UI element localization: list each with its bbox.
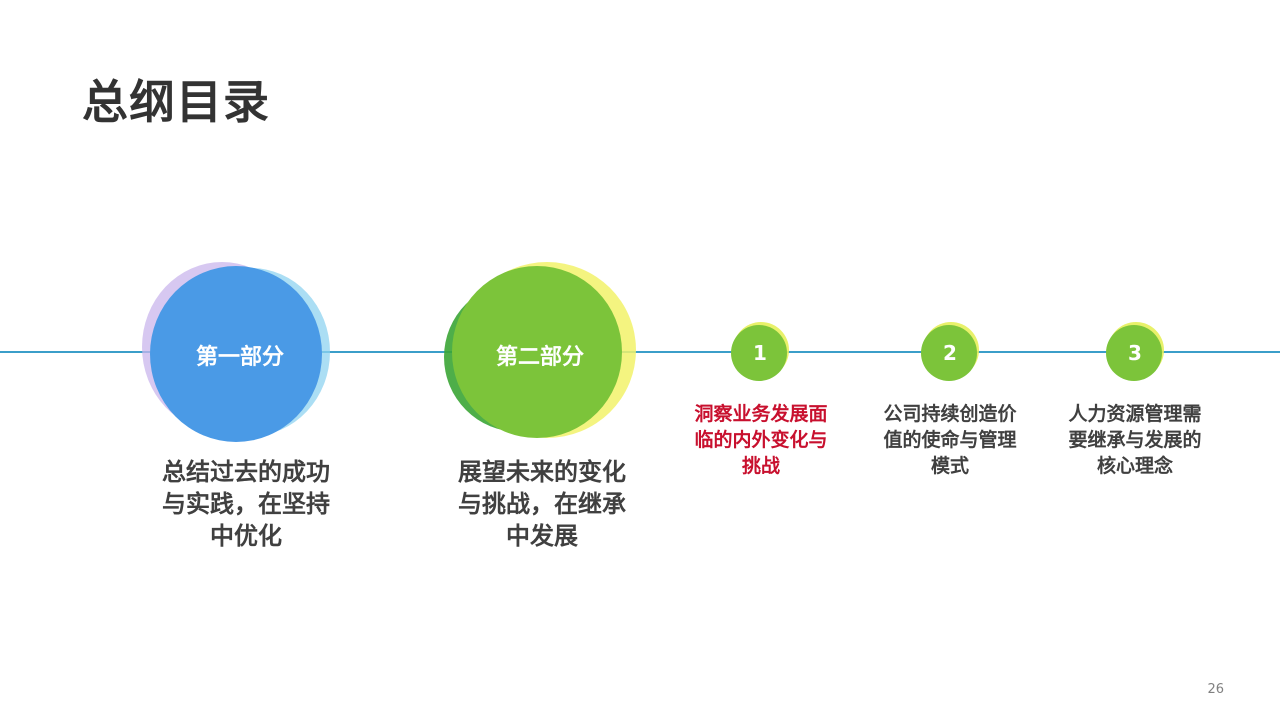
part-1-desc-line: 总结过去的成功 [162, 458, 330, 486]
subitem-2-description[interactable]: 公司持续创造价 值的使命与管理 模式 [865, 401, 1035, 479]
subitem-3-number: 3 [1128, 341, 1142, 365]
part-1-desc-line: 与实践，在坚持 [162, 490, 330, 518]
subitem-1-description[interactable]: 洞察业务发展面 临的内外变化与 挑战 [676, 401, 846, 479]
part-2-description: 展望未来的变化 与挑战，在继承 中发展 [432, 456, 652, 552]
page-number: 26 [1207, 682, 1224, 697]
subitem-1-blob-green [731, 325, 787, 381]
part-1-blob-blue [150, 266, 322, 442]
timeline-line [0, 351, 1280, 353]
subitem-1-desc-line: 挑战 [741, 455, 780, 477]
part-2-label: 第二部分 [495, 345, 584, 370]
subitem-2-desc-line: 公司持续创造价 [883, 403, 1017, 425]
subitem-2-desc-line: 值的使命与管理 [883, 429, 1017, 451]
subitem-3-desc-line: 要继承与发展的 [1068, 429, 1202, 451]
subitem-1-desc-line: 临的内外变化与 [694, 429, 828, 451]
subitem-1-desc-line: 洞察业务发展面 [694, 403, 828, 425]
subitem-3-desc-line: 人力资源管理需 [1068, 403, 1202, 425]
subitem-2-number: 2 [943, 341, 957, 365]
part-1-description: 总结过去的成功 与实践，在坚持 中优化 [136, 456, 356, 552]
part-2-desc-line: 中发展 [506, 522, 578, 550]
part-1-label: 第一部分 [195, 345, 284, 370]
part-2-desc-line: 展望未来的变化 [458, 458, 626, 486]
subitem-3-description[interactable]: 人力资源管理需 要继承与发展的 核心理念 [1050, 401, 1220, 479]
subitem-2-blob-green [921, 325, 977, 381]
page-title: 总纲目录 [82, 75, 270, 129]
subitem-2-desc-line: 模式 [930, 455, 969, 477]
part-2-desc-line: 与挑战，在继承 [458, 490, 626, 518]
part-2-blob-green [452, 266, 622, 438]
subitem-3-desc-line: 核心理念 [1096, 455, 1173, 477]
subitem-1-number: 1 [753, 341, 767, 365]
part-1-desc-line: 中优化 [210, 522, 282, 550]
subitem-3-blob-green [1106, 325, 1162, 381]
